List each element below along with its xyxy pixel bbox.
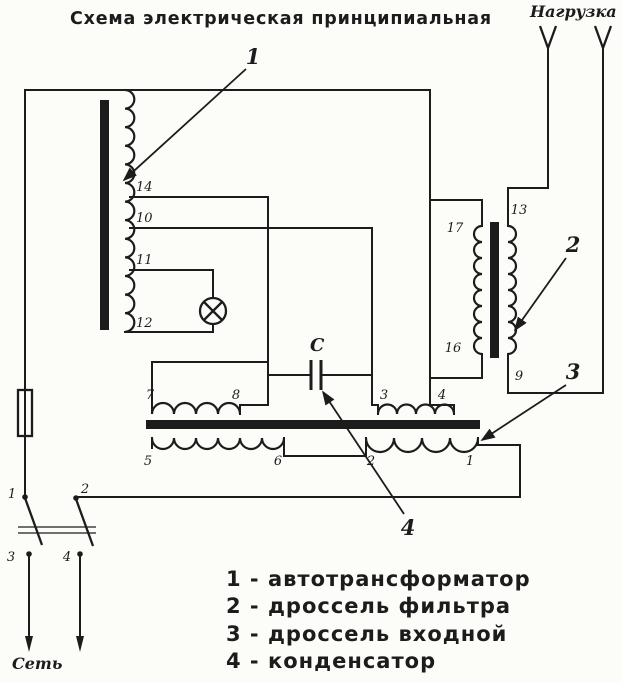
callout-2: 2	[565, 232, 581, 257]
switch-terminal-label-2: 2	[80, 482, 89, 497]
filter-choke-core	[490, 222, 499, 358]
switch-contact-3	[26, 551, 32, 557]
input-terminal-5: 5	[144, 454, 152, 469]
switch-contact-4	[77, 551, 83, 557]
wire-load-left	[507, 45, 549, 227]
input-terminal-6: 6	[274, 454, 282, 469]
mains-section: Сеть	[12, 556, 84, 673]
load-label: Нагрузка	[529, 2, 617, 21]
switch-linkage	[18, 526, 96, 534]
legend-item-1: 1 - автотрансформатор	[226, 567, 531, 591]
load-arrow-left-icon	[538, 25, 558, 52]
tap-label-11: 11	[136, 253, 153, 268]
callout-3: 3	[566, 359, 581, 384]
input-terminal-7: 7	[146, 388, 155, 403]
lamp-cross-icon	[203, 301, 223, 321]
wire-right-drop	[429, 89, 455, 415]
mains-arrow-left-icon	[25, 636, 33, 652]
filter-choke: 17 13 16 9	[445, 203, 528, 384]
capacitor: С	[309, 335, 325, 390]
filter-terminal-bottomright: 9	[515, 369, 523, 384]
legend: 1 - автотрансформатор 2 - дроссель фильт…	[226, 567, 531, 673]
wire-tap11-lamp	[129, 269, 214, 299]
switch-blade-right	[74, 498, 95, 547]
input-choke-core	[146, 420, 480, 429]
wire-vertical-372	[371, 227, 379, 415]
wire-bottom-coils-link	[283, 437, 367, 457]
callout-4-line	[322, 390, 405, 515]
switch-contact-2	[73, 495, 79, 501]
fuse	[16, 388, 34, 438]
input-choke-bottomleft-winding	[150, 437, 286, 451]
switch-terminal-label-4: 4	[62, 550, 71, 565]
wire-filter-topleft	[429, 199, 483, 227]
load-arrow-right-icon	[593, 25, 613, 52]
callout-3-line	[480, 384, 567, 441]
capacitor-label: С	[310, 335, 325, 356]
mains-switch: 1 2 3 4	[7, 482, 96, 565]
callout-2-line	[513, 257, 567, 332]
mains-arrow-right-icon	[76, 636, 84, 652]
callout-1-line	[122, 68, 247, 182]
filter-choke-left-winding	[472, 224, 483, 356]
tap-label-12: 12	[136, 316, 153, 331]
switch-blade-left	[23, 497, 44, 546]
input-terminal-3: 3	[380, 388, 388, 403]
wire-load-right	[507, 45, 604, 394]
input-terminal-2: 2	[366, 454, 375, 469]
wire-terminal7-hook	[151, 361, 269, 413]
legend-item-4: 4 - конденсатор	[226, 649, 436, 673]
switch-terminal-label-1: 1	[8, 487, 16, 502]
input-terminal-4: 4	[437, 388, 446, 403]
input-terminal-1: 1	[466, 454, 474, 469]
mains-label: Сеть	[12, 654, 62, 673]
load-terminals: Нагрузка	[529, 2, 617, 52]
filter-choke-right-winding	[507, 224, 518, 356]
autotransformer: 14 10 11 12	[100, 88, 153, 333]
filter-terminal-topleft: 17	[447, 221, 464, 236]
page-title: Схема электрическая принципиальная	[70, 9, 492, 29]
input-choke: 7 8 3 4 5 6 2 1	[144, 388, 480, 469]
tap-label-10: 10	[136, 211, 153, 226]
indicator-lamp	[198, 296, 228, 326]
switch-terminal-label-3: 3	[7, 550, 15, 565]
input-choke-bottomright-winding	[364, 437, 480, 454]
lamp-circle	[198, 296, 228, 326]
callouts: 1 2 3 4	[122, 44, 581, 540]
wire-vertical-268	[239, 196, 269, 415]
tap-label-14: 14	[136, 180, 153, 195]
wire-lamp-tap12	[124, 323, 214, 333]
filter-terminal-topright: 13	[511, 203, 528, 218]
wire-filter-bottomleft	[429, 353, 483, 379]
callout-4: 4	[401, 515, 416, 540]
callout-1: 1	[246, 44, 261, 69]
autotransformer-winding	[124, 88, 136, 333]
input-choke-topleft-winding	[150, 401, 242, 415]
filter-terminal-bottomleft: 16	[445, 341, 462, 356]
legend-item-2: 2 - дроссель фильтра	[226, 594, 511, 618]
input-choke-topright-winding	[376, 403, 456, 415]
autotransformer-core	[100, 100, 109, 330]
wiring	[24, 45, 604, 498]
input-terminal-8: 8	[232, 388, 240, 403]
legend-item-3: 3 - дроссель входной	[226, 622, 507, 646]
switch-contact-1	[22, 494, 28, 500]
